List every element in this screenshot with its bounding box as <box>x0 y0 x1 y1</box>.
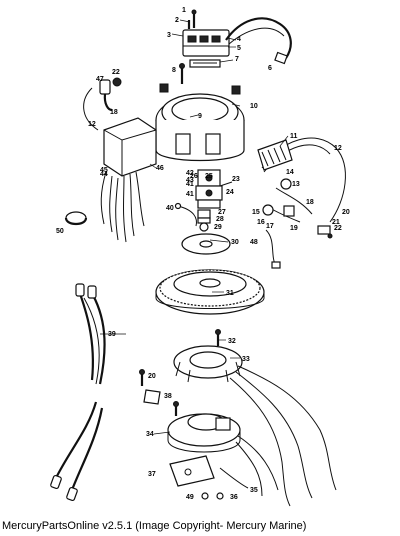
leader-lines <box>100 19 289 435</box>
callout-23: 23 <box>232 176 240 183</box>
callout-32: 32 <box>228 338 236 345</box>
screw-36-49 <box>201 492 224 500</box>
callout-41-b: 41 <box>186 191 194 198</box>
retainer-plate-30 <box>181 233 231 255</box>
trigger-34 <box>167 413 279 497</box>
stator-33 <box>173 345 337 507</box>
switch-box-46 <box>83 87 157 243</box>
callout-34: 34 <box>146 431 154 438</box>
callout-46: 46 <box>156 165 164 172</box>
callout-21: 21 <box>332 219 340 226</box>
callout-28: 28 <box>216 216 224 223</box>
ignition-coil-23 <box>195 169 233 209</box>
callout-19: 19 <box>290 225 298 232</box>
callout-13: 13 <box>292 181 300 188</box>
callout-10: 10 <box>250 103 258 110</box>
callout-29: 29 <box>214 224 222 231</box>
callout-44: 44 <box>100 171 108 178</box>
callout-15: 15 <box>252 209 260 216</box>
callout-20-lower: 20 <box>148 373 156 380</box>
callout-39: 39 <box>108 331 116 338</box>
lead-48 <box>265 229 281 269</box>
callout-14: 14 <box>286 169 294 176</box>
callout-33: 33 <box>242 356 250 363</box>
callout-48: 48 <box>250 239 258 246</box>
decal-7 <box>189 59 221 68</box>
callout-22-top: 22 <box>112 69 120 76</box>
clip-38 <box>143 389 161 405</box>
clamp-50 <box>64 211 88 226</box>
callout-25: 25 <box>205 173 213 180</box>
image-caption: MercuryPartsOnline v2.5.1 (Image Copyrig… <box>2 520 307 532</box>
battery-cable-lower <box>50 401 104 502</box>
parts-diagram: 1 2 3 4 5 6 7 8 9 10 11 12 12 13 14 15 1… <box>50 7 350 507</box>
callout-16: 16 <box>257 219 265 226</box>
callout-3: 3 <box>167 32 171 39</box>
lead-35 <box>219 467 249 489</box>
callout-37: 37 <box>148 471 156 478</box>
callout-50: 50 <box>56 228 64 235</box>
callout-30: 30 <box>231 239 239 246</box>
callout-20-right: 20 <box>342 209 350 216</box>
callout-4: 4 <box>237 36 241 43</box>
callout-35: 35 <box>250 487 258 494</box>
callout-18-top: 18 <box>110 109 118 116</box>
bracket-27-29 <box>197 209 211 232</box>
screw-20 <box>139 369 145 386</box>
callout-41-a: 41 <box>186 181 194 188</box>
callout-43: 43 <box>186 177 194 184</box>
callout-8: 8 <box>172 67 176 74</box>
callout-47: 47 <box>96 76 104 83</box>
callout-17: 17 <box>266 223 274 230</box>
callout-26: 26 <box>190 173 198 180</box>
callout-45: 45 <box>100 167 108 174</box>
callout-31: 31 <box>226 290 234 297</box>
callout-27: 27 <box>218 209 226 216</box>
callout-49: 49 <box>186 494 194 501</box>
callout-36: 36 <box>230 494 238 501</box>
screws-1-2 <box>187 9 197 29</box>
bracket-37 <box>169 455 215 487</box>
callout-18-right: 18 <box>306 199 314 206</box>
switch-box <box>182 29 230 57</box>
screw-18-lower <box>173 401 179 416</box>
terminal-lead-47 <box>99 77 122 112</box>
callout-7: 7 <box>235 56 239 63</box>
callout-42: 42 <box>186 170 194 177</box>
ground-lead-40 <box>174 202 197 227</box>
callout-5: 5 <box>237 45 241 52</box>
screw-32 <box>215 329 221 346</box>
stator-housing-10 <box>155 63 245 162</box>
callout-22-right: 22 <box>334 225 342 232</box>
callout-6: 6 <box>268 65 272 72</box>
rectifier-11 <box>257 139 293 171</box>
callout-labels: 1 2 3 4 5 6 7 8 9 10 11 12 12 13 14 15 1… <box>56 7 350 501</box>
flywheel-31 <box>155 269 265 315</box>
callout-9: 9 <box>198 113 202 120</box>
callout-40: 40 <box>166 205 174 212</box>
callout-2: 2 <box>175 17 179 24</box>
callout-12-right: 12 <box>334 145 342 152</box>
battery-cable-39 <box>75 283 106 385</box>
callout-1: 1 <box>182 7 186 14</box>
clip-assembly-13-22 <box>262 178 333 239</box>
callout-11: 11 <box>290 133 298 140</box>
callout-24: 24 <box>226 189 234 196</box>
callout-12-left: 12 <box>88 121 96 128</box>
callout-38: 38 <box>164 393 172 400</box>
